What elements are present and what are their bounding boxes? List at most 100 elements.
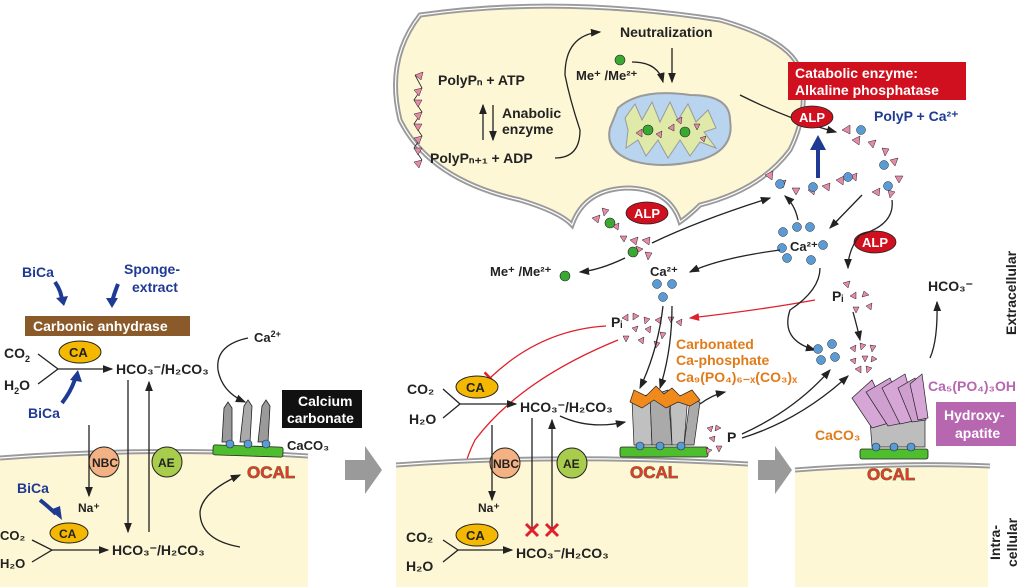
ocal-plate-mid: [619, 446, 709, 458]
hco3-mid-label: HCO₃⁻/H₂CO₃: [520, 399, 613, 415]
na-mid-label: Na⁺: [478, 501, 500, 515]
ca-label: CA: [69, 345, 88, 360]
caco3-right-label: CaCO₃: [815, 427, 860, 443]
hydroxyapatite-label-2: apatite: [955, 425, 1000, 441]
calcium-carbonate-label: Calcium: [298, 393, 352, 409]
alp-mid-label: ALP: [862, 235, 888, 250]
nbc-mid-label: NBC: [493, 457, 519, 471]
hco3-intra-label: HCO₃⁻/H₂CO₃: [112, 542, 205, 558]
ca-ions-right: [813, 339, 840, 365]
cell: PolyPₙ + ATP Anabolic enzyme PolyPₙ₊₁ + …: [393, 3, 806, 230]
hco3-right-label: HCO₃⁻: [928, 278, 973, 294]
me-ions-out-label: Me⁺ /Me²⁺: [490, 264, 552, 279]
hydroxyapatite-formula: Ca₅(PO₄)₃OH: [928, 378, 1016, 394]
catabolic-enzyme-box: [788, 62, 966, 100]
ca-mid-intra-label: CA: [466, 528, 485, 543]
co2-intra-label: CO₂: [0, 528, 26, 543]
ca2-mid-label: Ca²⁺: [650, 264, 678, 279]
ocal-mid-label: OCAL: [630, 463, 678, 482]
p-triangles: [705, 424, 723, 455]
mitochondrion: [608, 92, 732, 166]
bica-label: BiCa: [22, 264, 54, 280]
ca-ions-mid: [652, 279, 677, 302]
nbc-label: NBC: [92, 456, 118, 470]
pi-right-label: Pᵢ: [832, 288, 843, 304]
caco3-label: CaCO₃: [287, 438, 329, 453]
sponge-extract-label-2: extract: [132, 279, 178, 295]
catabolic-enzyme-label: Catabolic enzyme:: [795, 65, 918, 81]
alp-cell-label: ALP: [634, 206, 660, 221]
ca-ions-complex: [775, 125, 893, 192]
left-panel: BiCa Sponge- extract Carbonic anhydrase …: [0, 261, 362, 587]
h2o-mid-label: H₂O: [409, 411, 436, 427]
ca-enzyme-mid: [455, 375, 499, 399]
block-marks: [524, 522, 560, 538]
transition-arrow-icon: [345, 446, 382, 494]
alp-enzyme-top: [790, 105, 834, 129]
polyp-atp-label: PolyPₙ + ATP: [438, 72, 525, 88]
carbonic-anhydrase-label: Carbonic anhydrase: [33, 318, 168, 334]
polyp-ca-label: PolyP + Ca²⁺: [874, 108, 959, 124]
cytoplasm-right: [795, 466, 988, 587]
alp-enzyme-mid: [853, 230, 897, 254]
ca-enzyme-mid-intra: [455, 523, 499, 547]
anabolic-enzyme-label-2: enzyme: [502, 121, 554, 137]
cell-body: [393, 3, 806, 230]
ocal-right-label: OCAL: [867, 465, 915, 484]
hco3-mid-intra-label: HCO₃⁻/H₂CO₃: [516, 545, 609, 561]
carbonated-crystals: [619, 385, 709, 458]
carbonic-anhydrase-box: [25, 316, 190, 336]
hydroxyapatite-label: Hydroxy-: [944, 407, 1005, 423]
me-ion-out: [559, 270, 571, 282]
ca-enzyme-intra: [49, 522, 89, 544]
ca2-right-label: Ca²⁺: [790, 239, 818, 254]
ca-mid-label: CA: [466, 380, 485, 395]
alp-enzyme-cell: [625, 201, 669, 225]
intracellular-label: Intra-: [987, 525, 1003, 560]
pi-triangles-right: [842, 280, 873, 314]
nbc-transporter-mid: [489, 447, 521, 479]
cytoplasm-middle: [396, 460, 748, 587]
catabolic-enzyme-label-2: Alkaline phosphatase: [795, 82, 939, 98]
hco3-label: HCO₃⁻/H₂CO₃: [116, 361, 209, 377]
h2o-label: H2O: [4, 377, 30, 396]
calcium-carbonate-box: [282, 390, 362, 428]
pi-triangles-lower: [849, 342, 878, 374]
ae-transporter-mid: [556, 447, 588, 479]
carbonated-label-2: Ca-phosphate: [676, 352, 770, 368]
cytoplasm-left: [0, 453, 308, 587]
pi-triangles-mid: [621, 312, 683, 349]
intracellular-label-2: cellular: [1004, 517, 1020, 567]
anabolic-enzyme-label: Anabolic: [502, 105, 561, 121]
h2o-mid-intra-label: H₂O: [406, 558, 433, 574]
bica-lower-label: BiCa: [28, 405, 60, 421]
polyp-chain: [413, 71, 424, 169]
transition-arrow-icon-2: [758, 446, 792, 494]
p-label: P: [727, 429, 736, 445]
polyp-me-complex: [591, 207, 653, 261]
alp-top-label: ALP: [799, 110, 825, 125]
co2-mid-label: CO₂: [407, 381, 434, 397]
calcium-carbonate-label-2: carbonate: [287, 410, 354, 426]
neutralization-label: Neutralization: [620, 24, 713, 40]
na-label: Na⁺: [78, 501, 100, 515]
ca-ions-cluster: [777, 222, 828, 265]
co2-label: CO2: [4, 345, 30, 364]
ca-enzyme: [58, 340, 102, 364]
me-ion: [614, 54, 626, 66]
sponge-extract-label: Sponge-: [124, 261, 180, 277]
polyp-adp-label: PolyPₙ₊₁ + ADP: [430, 150, 533, 166]
hydroxyapatite-crystals: [851, 373, 929, 460]
ca-intra-label: CA: [59, 527, 77, 541]
ca2-label: Ca2+: [254, 329, 281, 345]
ae-label: AE: [158, 456, 175, 470]
ocal-label: OCAL: [247, 463, 295, 482]
ae-mid-label: AE: [563, 457, 580, 471]
hydroxyapatite-box: [936, 402, 1016, 446]
carbonated-formula: Ca₉(PO₄)₆₋ₓ(CO₃)ₓ: [676, 369, 798, 385]
pi-mid-label: Pᵢ: [611, 314, 622, 330]
co2-mid-intra-label: CO₂: [406, 529, 433, 545]
calcite-crystals: [212, 399, 284, 458]
carbonated-label: Carbonated: [676, 336, 754, 352]
